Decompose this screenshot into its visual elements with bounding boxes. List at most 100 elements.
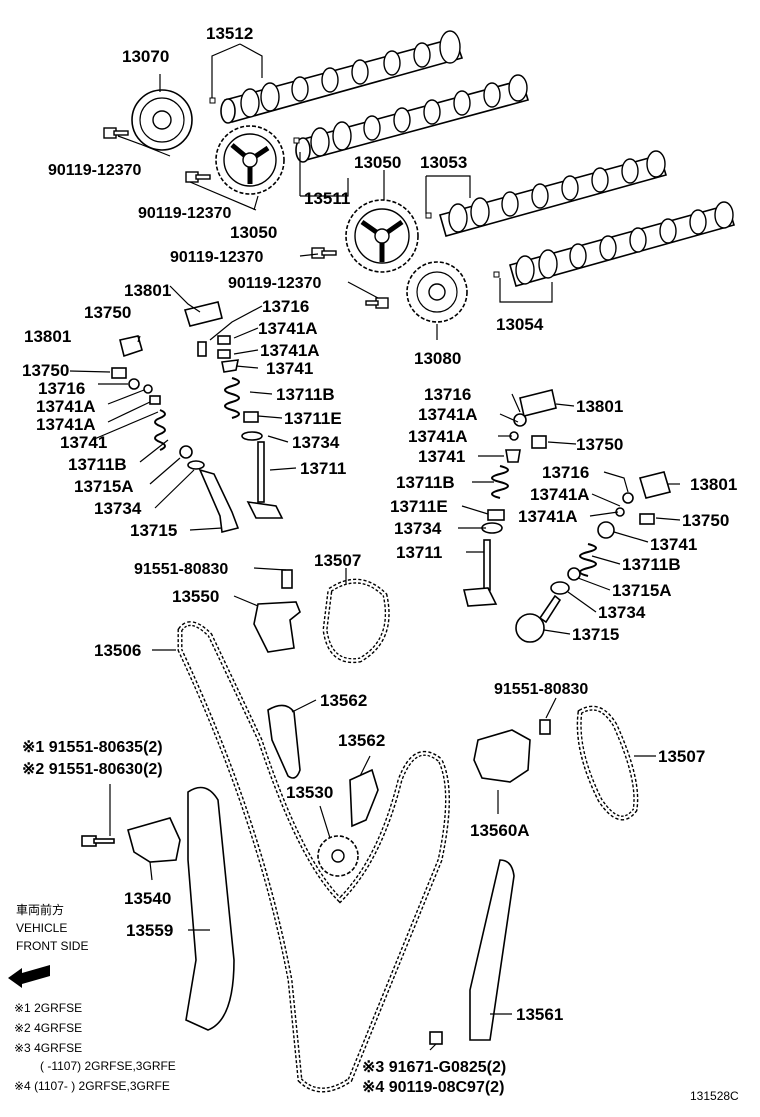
- footnotes: ※1 2GRFSE ※2 4GRFSE ※3 4GRFSE ( -1107) 2…: [14, 1001, 176, 1093]
- direction-jp: 車両前方: [16, 902, 64, 917]
- label-r13716-b: 13716: [542, 463, 589, 482]
- label-13070: 13070: [122, 47, 169, 66]
- cam-sprocket-13050b: [345, 199, 419, 273]
- label-r13741A-3: 13741A: [530, 485, 590, 504]
- small-chain-13507b: [576, 705, 639, 821]
- label-l13734: 13734: [94, 499, 142, 518]
- label-r13734-a: 13734: [394, 519, 442, 538]
- label-13530: 13530: [286, 783, 333, 802]
- camshaft-3: [425, 150, 668, 237]
- label-l13741: 13741: [60, 433, 107, 452]
- label-l13711B: 13711B: [68, 455, 127, 474]
- tensioner-13560A: [473, 719, 551, 783]
- label-91671-g0825: ※3 91671-G0825(2): [362, 1059, 506, 1076]
- label-r13734-b: 13734: [598, 603, 646, 622]
- figure-id: 131528C: [690, 1089, 739, 1103]
- label-r13711E: 13711E: [390, 497, 448, 516]
- chain-tensioner-13550: [253, 569, 301, 653]
- label-13050-a: 13050: [230, 223, 277, 242]
- note-4: ※4 (1107- ) 2GRFSE,3GRFE: [14, 1079, 170, 1093]
- label-13506: 13506: [94, 641, 141, 660]
- label-13540: 13540: [124, 889, 171, 908]
- label-l13750-top: 13750: [84, 303, 131, 322]
- valve-parts-center: [183, 301, 284, 519]
- label-90119-d: 90119-12370: [228, 275, 322, 292]
- front-arrow-icon: [8, 965, 50, 988]
- label-r13711: 13711: [396, 543, 442, 562]
- valve-parts-right: [462, 389, 672, 643]
- label-c13741A-2: 13741A: [260, 341, 320, 360]
- label-c13741: 13741: [266, 359, 313, 378]
- label-r13716-a: 13716: [424, 385, 471, 404]
- tensioner-13540: [81, 817, 181, 863]
- label-91551-80635: ※1 91551-80635(2): [22, 739, 163, 756]
- label-l13801-top: 13801: [124, 281, 171, 300]
- label-13550: 13550: [172, 587, 219, 606]
- label-c13741A-1: 13741A: [258, 319, 318, 338]
- label-l13715A: 13715A: [74, 477, 134, 496]
- camshaft-4: [493, 201, 736, 287]
- label-13512: 13512: [206, 24, 253, 43]
- label-l13750: 13750: [22, 361, 69, 380]
- label-13511: 13511: [304, 189, 350, 208]
- label-13507-a: 13507: [314, 551, 361, 570]
- idler-sprocket-13530: [317, 835, 359, 877]
- label-l13801: 13801: [24, 327, 71, 346]
- label-13507-b: 13507: [658, 747, 705, 766]
- note-1: ※1 2GRFSE: [14, 1001, 82, 1015]
- chain-guide-13562b: [349, 768, 379, 828]
- label-r13741A-2: 13741A: [408, 427, 468, 446]
- valve-parts-left: [111, 335, 240, 533]
- label-91551-80830-b: 91551-80830: [494, 681, 588, 698]
- vvt-gear-13070: [131, 89, 193, 151]
- label-c13734: 13734: [292, 433, 340, 452]
- front-direction-label: 車両前方 VEHICLE FRONT SIDE: [16, 902, 88, 953]
- note-2: ※2 4GRFSE: [14, 1021, 82, 1035]
- label-r13741-a: 13741: [418, 447, 465, 466]
- leader-lines: [69, 43, 681, 1051]
- camshaft-2: [293, 74, 530, 163]
- small-chain-13507a: [322, 578, 390, 664]
- label-13562-a: 13562: [320, 691, 367, 710]
- label-13559: 13559: [126, 921, 173, 940]
- chain-guide-13562a: [267, 704, 301, 779]
- note-3: ※3 4GRFSE: [14, 1041, 82, 1055]
- label-r13711B-b: 13711B: [622, 555, 681, 574]
- cam-bolt-icons: [103, 127, 389, 309]
- label-c13711: 13711: [300, 459, 346, 478]
- label-r13750-b: 13750: [682, 511, 729, 530]
- note-3b: ( -1107) 2GRFSE,3GRFE: [40, 1059, 176, 1073]
- chain-guide-13561: [429, 859, 515, 1045]
- label-91551-80830-a: 91551-80830: [134, 561, 228, 578]
- tensioner-arm-13559: [185, 786, 235, 1031]
- label-90119-08c97: ※4 90119-08C97(2): [362, 1079, 504, 1096]
- label-r13801-a: 13801: [576, 397, 623, 416]
- label-l13716: 13716: [38, 379, 85, 398]
- label-13561: 13561: [516, 1005, 563, 1024]
- label-c13711E: 13711E: [284, 409, 342, 428]
- label-13560A: 13560A: [470, 821, 530, 840]
- label-13053: 13053: [420, 153, 467, 172]
- label-c13711B: 13711B: [276, 385, 335, 404]
- part-number-labels: 13512 13070 90119-12370 90119-12370 1305…: [22, 24, 737, 1096]
- label-13562-b: 13562: [338, 731, 385, 750]
- label-l13741A-1: 13741A: [36, 397, 96, 416]
- label-r13741-b: 13741: [650, 535, 697, 554]
- label-r13750-a: 13750: [576, 435, 623, 454]
- label-r13741A-1: 13741A: [418, 405, 478, 424]
- label-13080: 13080: [414, 349, 461, 368]
- label-r13711B: 13711B: [396, 473, 455, 492]
- label-90119-a: 90119-12370: [48, 162, 142, 179]
- direction-line2: FRONT SIDE: [16, 939, 88, 953]
- label-r13715: 13715: [572, 625, 619, 644]
- camshaft-1: [209, 30, 464, 124]
- label-r13715A: 13715A: [612, 581, 672, 600]
- label-c13716: 13716: [262, 297, 309, 316]
- label-90119-c: 90119-12370: [170, 249, 264, 266]
- label-r13741A-4: 13741A: [518, 507, 578, 526]
- label-l13741A-2: 13741A: [36, 415, 96, 434]
- label-91551-80630: ※2 91551-80630(2): [22, 761, 163, 778]
- label-90119-b: 90119-12370: [138, 205, 232, 222]
